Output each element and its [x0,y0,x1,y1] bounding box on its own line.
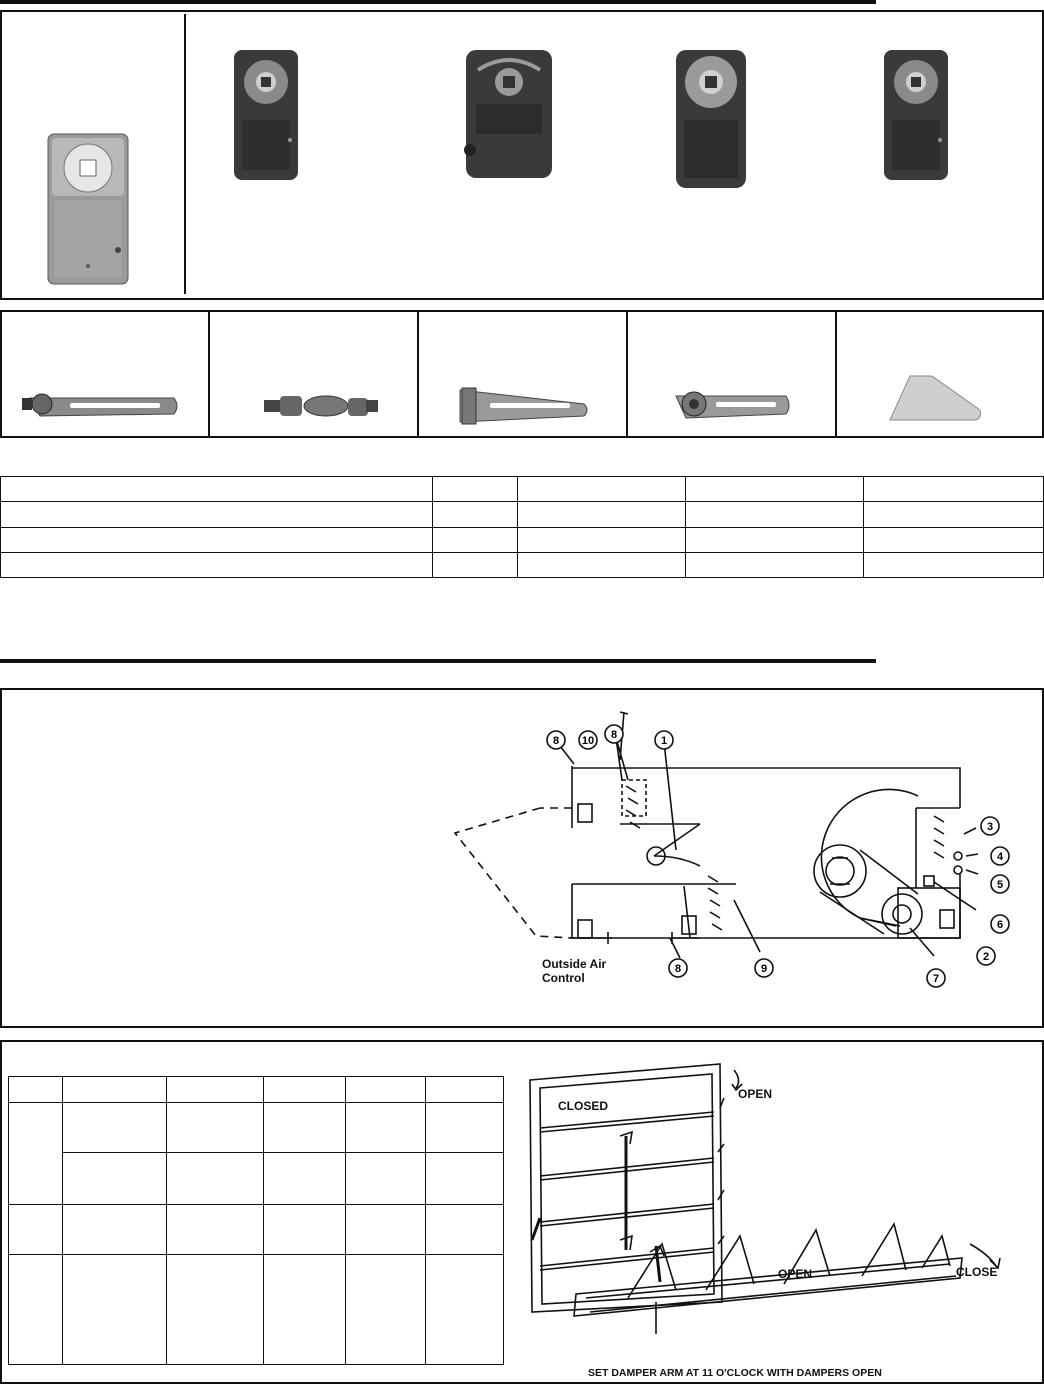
svg-text:3: 3 [987,821,993,833]
unit-diagram-panel [0,688,1044,1028]
callout-8-left: 8 [546,730,566,750]
linkage-panel [0,310,1044,438]
spec-table [0,475,1044,579]
svg-text:7: 7 [933,973,939,985]
diagram-callouts: 8 10 8 1 3 4 5 6 2 7 8 9 [546,724,1010,988]
actuator-panel [0,10,1044,300]
svg-text:1: 1 [661,735,667,747]
outside-air-control-label-1: Outside Air [542,957,607,971]
linkage-divider-3 [626,312,628,436]
svg-text:8: 8 [553,735,559,747]
callout-6: 6 [990,914,1010,934]
damper-open-top-label: OPEN [738,1087,772,1101]
table-row [8,1254,504,1365]
table-row [0,501,1044,528]
callout-2: 2 [976,946,996,966]
ball-joint-linkage [264,395,378,417]
outside-air-control-label-2: Control [542,971,585,985]
table-row [8,1076,504,1103]
section-rule [0,659,876,663]
linkage-divider-1 [208,312,210,436]
linkage-divider-2 [417,312,419,436]
actuator-photo-4 [884,50,948,180]
crank-arm-4 [889,375,981,421]
top-rule [0,0,876,4]
crank-arm-2 [459,387,588,425]
damper-open-bottom-label: OPEN [778,1267,812,1281]
callout-1: 1 [654,730,674,750]
callout-5: 5 [990,874,1010,894]
svg-text:6: 6 [997,919,1003,931]
damper-arm-instruction: SET DAMPER ARM AT 11 O'CLOCK WITH DAMPER… [588,1367,882,1379]
svg-text:2: 2 [983,951,989,963]
linkage-photos [22,375,981,425]
table-row [8,1102,504,1205]
svg-text:4: 4 [997,851,1004,863]
actuator-photo-2 [464,50,552,178]
callout-8-bottom: 8 [668,958,688,978]
table-row [9,1152,504,1205]
actuator-divider [184,14,186,294]
crank-arm-3 [675,391,790,419]
svg-text:10: 10 [582,735,594,747]
damper-spec-table [8,1076,504,1365]
damper-illustration: CLOSED OPEN OPEN CLOSE SET DAMPER ARM AT… [529,1063,1001,1379]
svg-text:8: 8 [675,963,681,975]
callout-3: 3 [980,816,1000,836]
damper-panel [0,1040,1044,1384]
callout-10: 10 [578,730,598,750]
actuator-photos [47,50,948,285]
linkage-divider-4 [835,312,837,436]
table-row [8,1204,504,1255]
callout-8-top: 8 [604,724,624,744]
table-row [0,475,1044,503]
actuator-photo-1 [234,50,298,180]
svg-text:9: 9 [761,963,767,975]
svg-text:5: 5 [997,879,1003,891]
callout-7: 7 [926,968,946,988]
table-row [0,551,1044,579]
unit-diagram: 8 10 8 1 3 4 5 6 2 7 8 9 Outside Air Con… [453,711,1010,988]
damper-close-label: CLOSE [956,1265,997,1279]
actuator-large-photo [47,133,129,285]
crank-arm-1 [22,393,178,417]
open-damper [573,1221,1001,1334]
callout-4: 4 [990,846,1010,866]
callout-9: 9 [754,958,774,978]
svg-text:8: 8 [611,729,617,741]
damper-closed-label: CLOSED [558,1099,608,1113]
actuator-photo-3 [676,50,746,188]
table-row [0,526,1044,553]
